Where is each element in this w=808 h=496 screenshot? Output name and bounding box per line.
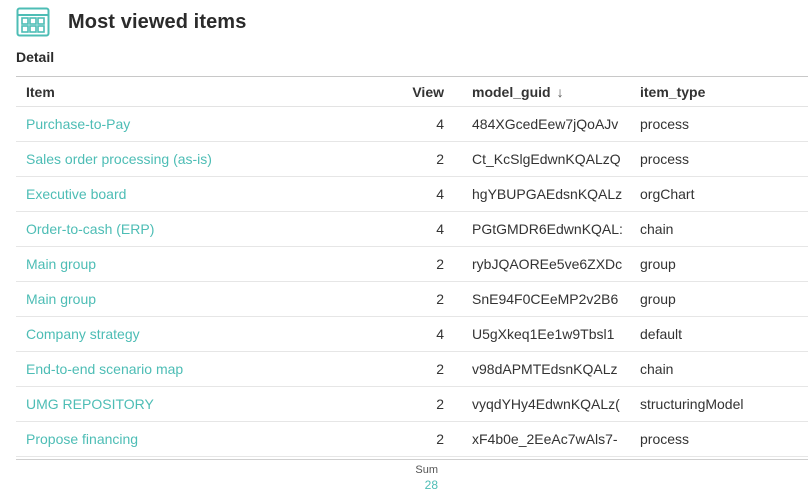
item-type: orgChart <box>622 176 808 212</box>
item-type: default <box>622 316 808 352</box>
table-grid-icon <box>16 7 50 37</box>
item-type: process <box>622 141 808 177</box>
item-link[interactable]: UMG REPOSITORY <box>16 386 396 422</box>
item-type: chain <box>622 351 808 387</box>
table-row: Propose financing 2 xF4b0e_2EeAc7wAls7- … <box>16 421 808 457</box>
view-count: 4 <box>396 211 452 247</box>
view-count: 2 <box>396 421 452 457</box>
sum-label: Sum <box>415 464 438 476</box>
table-row: Company strategy 4 U5gXkeq1Ee1w9Tbsl1 de… <box>16 316 808 352</box>
model-guid: U5gXkeq1Ee1w9Tbsl1 <box>452 316 622 352</box>
column-header-view[interactable]: View <box>396 77 452 107</box>
item-link[interactable]: Company strategy <box>16 316 396 352</box>
item-link[interactable]: Sales order processing (as-is) <box>16 141 396 177</box>
most-viewed-table: Item View model_guid ↓ item_type Purchase… <box>16 76 808 461</box>
model-guid: rybJQAOREe5ve6ZXDc <box>452 246 622 282</box>
model-guid: hgYBUPGAEdsnKQALz <box>452 176 622 212</box>
model-guid: SnE94F0CEeMP2v2B6 <box>452 281 622 317</box>
page-title: Most viewed items <box>68 10 247 33</box>
table-footer-divider <box>16 459 808 460</box>
sort-descending-icon[interactable]: ↓ <box>556 83 564 100</box>
table-header-row: Item View model_guid ↓ item_type <box>16 77 808 107</box>
table-row: Purchase-to-Pay 4 484XGcedEew7jQoAJv pro… <box>16 106 808 142</box>
item-type: group <box>622 281 808 317</box>
item-link[interactable]: Executive board <box>16 176 396 212</box>
column-header-item[interactable]: Item <box>16 77 396 107</box>
item-link[interactable]: Purchase-to-Pay <box>16 106 396 142</box>
table-row: UMG REPOSITORY 2 vyqdYHy4EdwnKQALz( stru… <box>16 386 808 422</box>
section-label-detail: Detail <box>16 49 55 65</box>
table-row: Order-to-cash (ERP) 4 PGtGMDR6EdwnKQAL: … <box>16 211 808 247</box>
table-row: Main group 2 SnE94F0CEeMP2v2B6 group <box>16 281 808 317</box>
column-header-model-guid-label: model_guid <box>472 83 551 100</box>
view-count: 4 <box>396 106 452 142</box>
table-row: Executive board 4 hgYBUPGAEdsnKQALz orgC… <box>16 176 808 212</box>
model-guid: xF4b0e_2EeAc7wAls7- <box>452 421 622 457</box>
view-sum-footer: Sum 28 <box>400 464 438 493</box>
model-guid: v98dAPMTEdsnKQALz <box>452 351 622 387</box>
model-guid: Ct_KcSlgEdwnKQALzQ <box>452 141 622 177</box>
item-link[interactable]: Main group <box>16 281 396 317</box>
item-link[interactable]: End-to-end scenario map <box>16 351 396 387</box>
page-header: Most viewed items <box>16 6 246 38</box>
item-type: group <box>622 246 808 282</box>
model-guid: 484XGcedEew7jQoAJv <box>452 106 622 142</box>
column-header-item-type[interactable]: item_type <box>622 77 808 107</box>
item-link[interactable]: Main group <box>16 246 396 282</box>
item-type: process <box>622 106 808 142</box>
item-type: process <box>622 421 808 457</box>
view-count: 2 <box>396 351 452 387</box>
view-count: 2 <box>396 281 452 317</box>
item-link[interactable]: Propose financing <box>16 421 396 457</box>
view-count: 2 <box>396 386 452 422</box>
view-count: 2 <box>396 246 452 282</box>
view-count: 4 <box>396 176 452 212</box>
view-count: 2 <box>396 141 452 177</box>
item-link[interactable]: Order-to-cash (ERP) <box>16 211 396 247</box>
table-row: Main group 2 rybJQAOREe5ve6ZXDc group <box>16 246 808 282</box>
table-row: End-to-end scenario map 2 v98dAPMTEdsnKQ… <box>16 351 808 387</box>
table-row: Sales order processing (as-is) 2 Ct_KcSl… <box>16 141 808 177</box>
item-type: chain <box>622 211 808 247</box>
model-guid: PGtGMDR6EdwnKQAL: <box>452 211 622 247</box>
sum-value: 28 <box>424 478 438 492</box>
item-type: structuringModel <box>622 386 808 422</box>
model-guid: vyqdYHy4EdwnKQALz( <box>452 386 622 422</box>
view-count: 4 <box>396 316 452 352</box>
column-header-model-guid[interactable]: model_guid ↓ <box>452 77 622 107</box>
